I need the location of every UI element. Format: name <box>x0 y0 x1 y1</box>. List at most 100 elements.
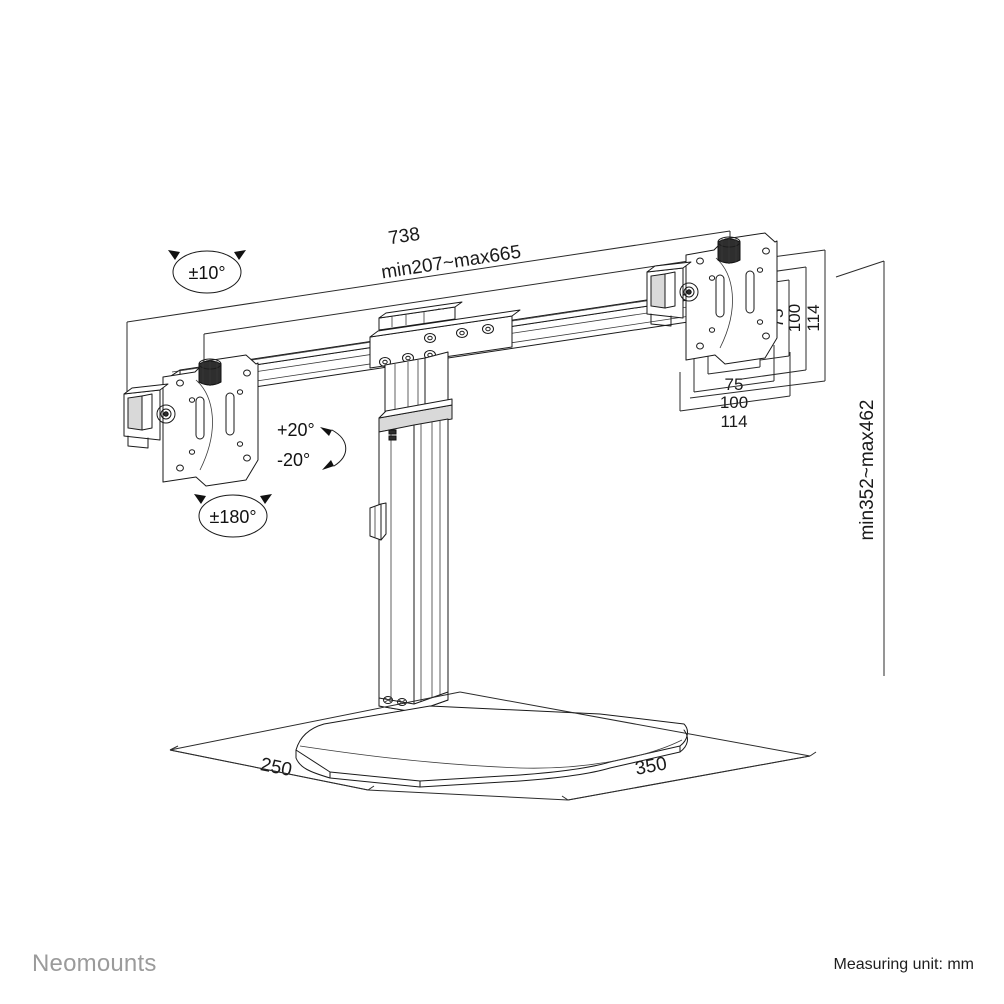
left-monitor-vesa-plate <box>123 354 259 487</box>
screw-hole-inner <box>459 330 465 336</box>
left-head-recess-side <box>141 393 153 431</box>
dim-line-vesa-h-114 <box>679 395 791 412</box>
left-vesa-hole-tl <box>176 379 184 387</box>
left-vesa-hole-br <box>243 454 251 462</box>
angle-label-swivel: ±10° <box>188 263 225 283</box>
left-vesa-hole-inner-bl <box>188 449 196 455</box>
right-head-tab <box>650 313 672 327</box>
guide-back-right <box>459 691 811 757</box>
swivel-arrow-right <box>234 250 246 260</box>
brand-logo-text: Neomounts <box>32 950 157 977</box>
screw-hole-inner <box>382 359 388 365</box>
right-vesa-hole-inner-tl <box>708 275 716 281</box>
measuring-unit-note: Measuring unit: mm <box>833 956 975 973</box>
left-pivot-inner <box>163 411 169 417</box>
dim-label-height-range: min352~max462 <box>857 399 878 540</box>
column-outer-side <box>413 418 449 713</box>
left-vesa-slot-2 <box>225 392 235 436</box>
left-vesa-slot-1 <box>195 396 205 440</box>
right-pivot-inner <box>686 289 692 295</box>
tilt-arrow-up <box>320 427 332 436</box>
right-monitor-vesa-plate <box>646 232 778 365</box>
right-vesa-slot-1 <box>715 274 725 318</box>
swivel-arrow-left <box>168 250 180 260</box>
guide-front <box>367 789 569 801</box>
right-head-recess-side <box>664 271 676 309</box>
column-foot-plate <box>378 691 449 713</box>
foot-screw-2 <box>397 698 407 706</box>
left-pivot-mid <box>160 408 172 420</box>
angle-symbol-swivel: ±10° <box>168 250 246 294</box>
dimension-height-range: min352~max462 <box>835 260 885 676</box>
dimension-vesa-right-group: 75 100 114 75 100 114 <box>679 249 826 431</box>
dim-label-vesa-h-outer: 114 <box>720 412 747 431</box>
ext-v114-bot <box>689 380 826 399</box>
rotate-ellipse <box>198 494 268 538</box>
angle-label-tilt-up: +20° <box>277 420 315 440</box>
screw-hole-inner <box>405 355 411 361</box>
right-vesa-hole-inner-tr <box>756 267 764 273</box>
dim-label-base-depth: 250 <box>258 754 293 781</box>
left-adjustment-knob <box>198 358 222 386</box>
angle-symbol-rotate: ±180° <box>194 494 272 538</box>
weighted-desk-base <box>295 705 688 788</box>
left-vesa-hole-bl <box>176 464 184 472</box>
right-knob-knurl <box>721 237 737 264</box>
right-vesa-hole-bl <box>696 342 704 350</box>
base-front-edge <box>295 729 688 788</box>
dimension-overall-width-738: 738 <box>126 224 731 412</box>
screw-hole-inner <box>427 335 433 341</box>
right-head-recess <box>650 273 666 309</box>
base-surface-seam <box>299 739 683 769</box>
angle-symbol-tilt: +20° -20° <box>277 420 347 470</box>
guide-front-right <box>567 755 811 801</box>
right-vesa-hole-tr <box>762 247 770 255</box>
left-head-recess <box>127 395 143 431</box>
tilt-arc <box>331 429 347 467</box>
center-bracket-saddle-top <box>378 301 463 319</box>
rotate-arrow-left <box>194 494 206 504</box>
swivel-ellipse <box>172 250 242 294</box>
column-outer-front <box>378 424 415 713</box>
right-vesa-hole-br <box>762 332 770 340</box>
clip-side <box>380 502 387 541</box>
angle-label-rotate: ±180° <box>209 507 256 527</box>
base-perspective-guides <box>169 691 811 801</box>
left-head-tab <box>127 435 149 449</box>
clip-front <box>369 503 382 541</box>
ext-350-a <box>561 795 569 801</box>
center-bracket-top <box>369 309 521 338</box>
screw-hole-inner <box>485 326 491 332</box>
dim-label-overall-width: 738 <box>387 224 421 250</box>
dim-label-vesa-v-middle: 100 <box>785 304 804 332</box>
guide-back-left <box>169 691 461 751</box>
right-head-top <box>646 261 692 273</box>
foot-screw-1-cross <box>384 697 392 703</box>
dim-label-width-range: min207~max665 <box>380 242 523 284</box>
left-head-top <box>123 383 169 395</box>
rotate-arrow-right <box>260 494 272 504</box>
dim-line-vesa-h-75 <box>707 366 761 375</box>
column-product-label <box>388 429 397 441</box>
right-vesa-relief-curve <box>715 257 733 349</box>
ext-250-b <box>367 785 375 791</box>
right-pivot-outer <box>679 282 699 302</box>
left-knob-knurl <box>202 359 218 386</box>
right-vesa-slot-2 <box>745 270 755 314</box>
dim-line-vesa-h-100 <box>693 380 775 393</box>
screw-hole <box>424 333 436 343</box>
label-mark-1 <box>388 429 397 435</box>
cable-management-clip <box>369 502 387 541</box>
right-vesa-hole-inner-bl <box>708 327 716 333</box>
left-tilt-head <box>123 383 176 449</box>
vertical-column-pole <box>369 351 453 713</box>
right-adjustment-knob <box>717 236 741 264</box>
center-mounting-bracket <box>369 301 521 369</box>
left-vesa-hole-tr <box>243 369 251 377</box>
left-pivot-outer <box>156 404 176 424</box>
ext-350-b <box>809 751 817 757</box>
base-top-surface <box>295 705 688 782</box>
column-bottom-foot <box>378 691 449 713</box>
